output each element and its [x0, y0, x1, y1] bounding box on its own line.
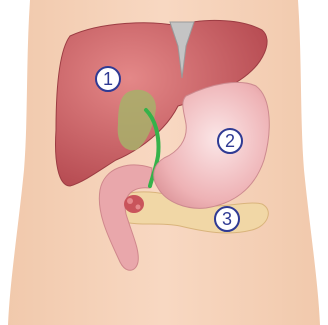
callout-stomach: 2 — [217, 128, 243, 154]
callout-liver: 1 — [95, 66, 121, 92]
pancreas-tumor — [124, 195, 144, 213]
callout-pancreas: 3 — [214, 206, 240, 232]
